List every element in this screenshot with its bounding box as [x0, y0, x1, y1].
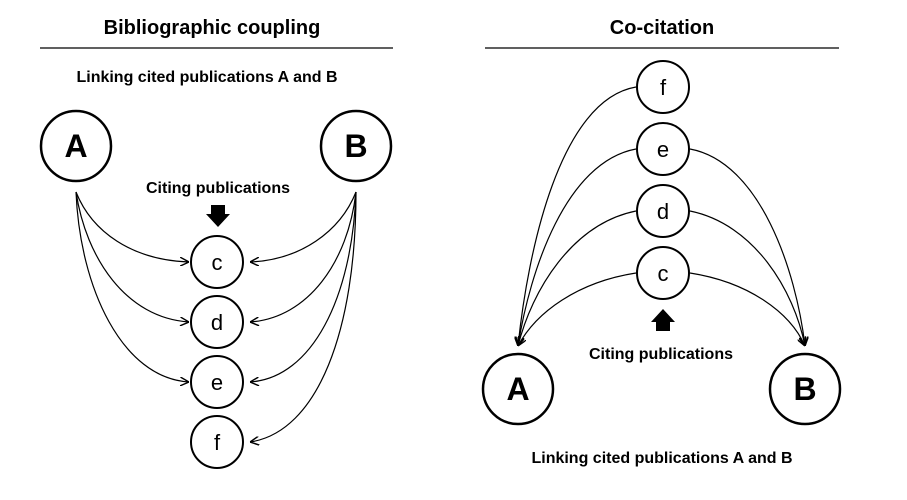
co-citation-subtitle: Linking cited publications A and B — [531, 450, 792, 467]
node-a-circle — [39, 109, 113, 183]
co-citation-node-f: f — [636, 60, 690, 114]
co-citation-title: Co-citation — [610, 17, 714, 39]
up-arrow-icon — [651, 309, 675, 331]
node-f-circle — [636, 60, 690, 114]
edge-f-to-a — [518, 86, 637, 346]
node-e-circle — [636, 122, 690, 176]
co-citation-edges — [518, 86, 805, 346]
node-a-circle — [481, 352, 555, 426]
bibliographic-coupling-subtitle: Linking cited publications A and B — [76, 69, 337, 86]
node-d-circle — [190, 295, 244, 349]
bibliographic-coupling-node-e: e — [190, 355, 244, 409]
node-b-circle — [768, 352, 842, 426]
node-d-label: d — [211, 310, 223, 335]
edge-d-to-a — [518, 210, 637, 346]
bibliographic-coupling-node-c: c — [190, 235, 244, 289]
edge-b-to-e — [250, 191, 357, 382]
bibliographic-coupling-node-a: A — [39, 109, 113, 183]
node-f-label: f — [660, 75, 667, 100]
edge-a-to-e — [75, 191, 189, 382]
bibliographic-coupling-title: Bibliographic coupling — [104, 17, 321, 39]
node-d-circle — [636, 184, 690, 238]
co-citation-node-d: d — [636, 184, 690, 238]
node-a-label: A — [506, 371, 529, 407]
node-e-label: e — [211, 370, 223, 395]
bibliographic-coupling-edges — [75, 191, 357, 442]
node-e-circle — [190, 355, 244, 409]
edge-b-to-f — [250, 191, 357, 442]
node-c-circle — [636, 246, 690, 300]
co-citation-node-e: e — [636, 122, 690, 176]
bibliographic-coupling-node-d: d — [190, 295, 244, 349]
bibliographic-coupling-node-f: f — [190, 415, 244, 469]
edge-c-to-a — [518, 272, 637, 346]
edge-e-to-b — [689, 148, 805, 346]
node-b-label: B — [793, 371, 816, 407]
edge-b-to-d — [250, 191, 357, 322]
edge-d-to-b — [689, 210, 805, 346]
co-citation-citing-label: Citing publications — [589, 346, 733, 363]
node-f-circle — [190, 415, 244, 469]
node-c-label: c — [212, 250, 223, 275]
node-d-label: d — [657, 199, 669, 224]
node-b-circle — [319, 109, 393, 183]
node-b-label: B — [344, 128, 367, 164]
bibliographic-coupling-citing-label: Citing publications — [146, 180, 290, 197]
edge-c-to-b — [689, 272, 805, 346]
bibliographic-coupling-node-b: B — [319, 109, 393, 183]
edge-b-to-c — [250, 191, 357, 262]
node-f-label: f — [214, 430, 221, 455]
node-a-label: A — [64, 128, 87, 164]
edge-e-to-a — [518, 148, 637, 346]
bibliographic-coupling-panel: Bibliographic coupling Linking cited pub… — [39, 17, 393, 469]
node-c-circle — [190, 235, 244, 289]
edge-a-to-d — [75, 191, 189, 322]
co-citation-node-c: c — [636, 246, 690, 300]
co-citation-panel: Co-citation f e d c — [481, 17, 842, 467]
node-c-label: c — [658, 261, 669, 286]
co-citation-node-b: B — [768, 352, 842, 426]
edge-a-to-c — [75, 191, 189, 262]
co-citation-node-a: A — [481, 352, 555, 426]
node-e-label: e — [657, 137, 669, 162]
down-arrow-icon — [206, 205, 230, 227]
